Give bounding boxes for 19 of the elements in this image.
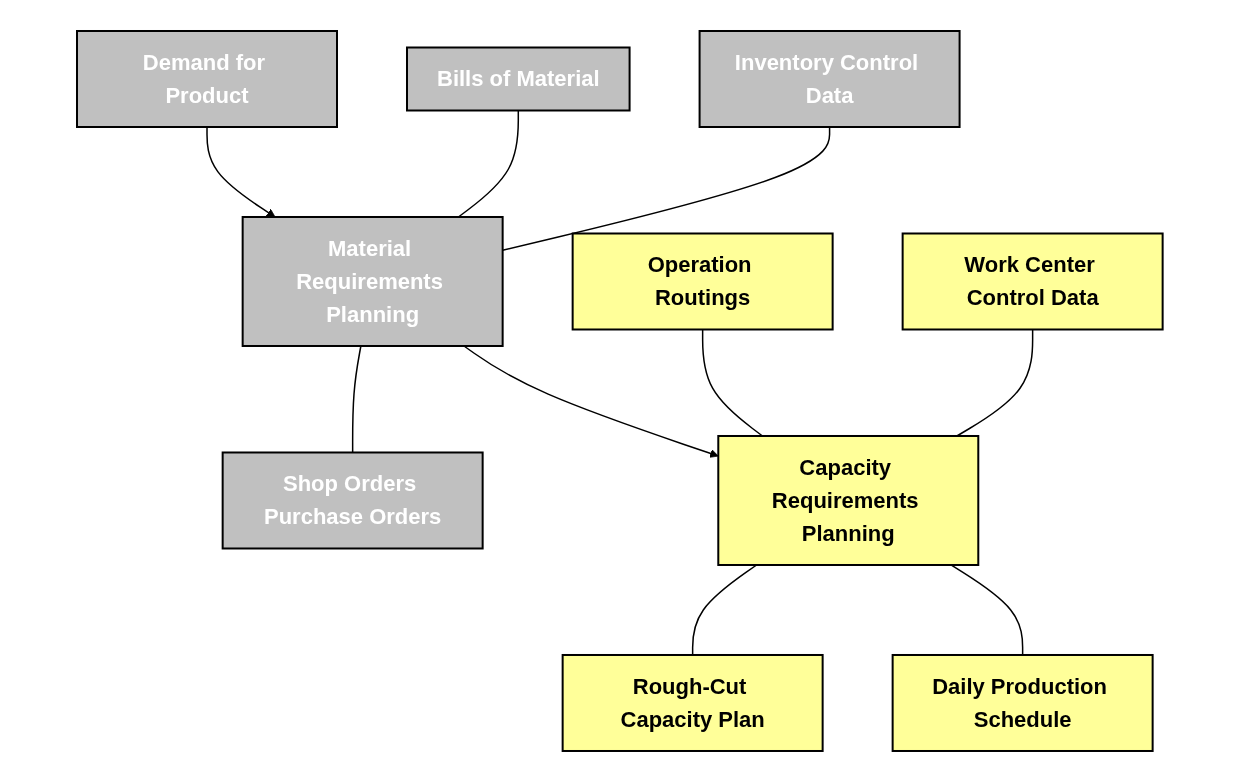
connector [502,126,831,252]
arrow [463,345,719,458]
connector [457,109,520,218]
node-box: Shop Orders Purchase Orders [221,451,484,550]
node-box: Rough-Cut Capacity Plan [561,654,824,752]
connector [950,564,1024,656]
node-box: Demand for Product [76,30,339,128]
node-box: Daily Production Schedule [891,654,1154,752]
node-box: Capacity Requirements Planning [717,435,980,566]
connector [692,564,758,656]
node-box: Work Center Control Data [901,232,1164,331]
node-box: Operation Routings [571,232,834,331]
node-box: Material Requirements Planning [241,216,504,347]
connector [352,345,362,454]
connector [702,328,764,437]
connector [956,328,1034,437]
node-box: Bills of Material [406,46,631,112]
arrow [206,126,276,218]
node-box: Inventory Control Data [698,30,961,128]
